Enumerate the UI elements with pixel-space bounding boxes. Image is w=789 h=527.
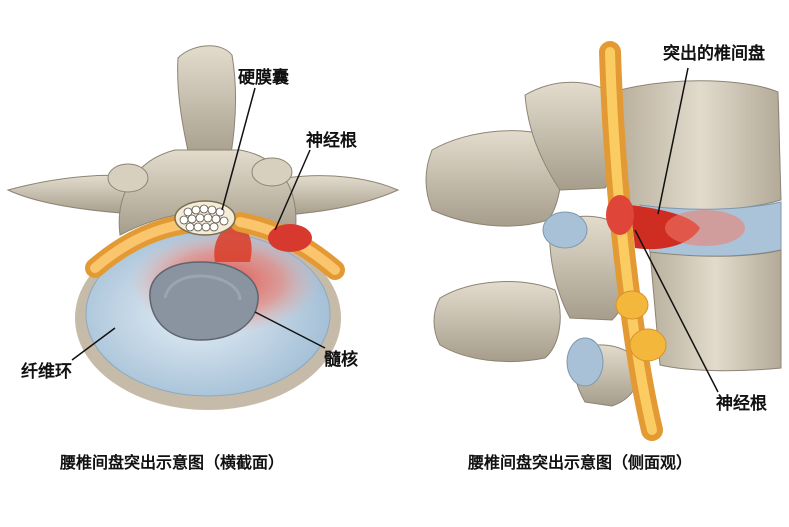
upper-vertebral-body [619,80,782,212]
spinal-nerve-highlight [605,47,657,435]
caption-side-view: 腰椎间盘突出示意图（侧面观） [468,453,693,472]
cauda-equina [179,204,229,232]
nerve-root-right-label: 神经根 [716,394,767,414]
nucleus-highlight [163,274,242,301]
fibrous-ring-label: 纤维环 [21,362,72,382]
nucleus-pulposus [149,261,259,341]
lower-facet-cartilage [566,337,604,387]
spinous-process [177,45,237,161]
right-transverse-process [284,175,400,216]
nerve-ganglion-lower [629,328,667,362]
compressed-nerve [606,195,634,235]
caption-cross-section: 腰椎间盘突出示意图（横截面） [60,453,285,472]
lower-spinous-process [433,281,561,363]
left-nerve-highlight [90,219,190,273]
dural-sac-label: 硬膜囊 [238,68,289,88]
nerve-root-left-label: 神经根 [306,131,357,151]
left-leader-lines [71,87,326,361]
side-view [425,41,782,441]
compressed-nerve-root [268,224,312,252]
left-facet [107,163,149,193]
herniated-disc-label: 突出的椎间盘 [663,44,765,64]
nerve-ganglion-upper [615,290,649,320]
herniation-glow [665,210,745,246]
right-leader-lines [634,67,719,393]
right-facet [251,157,293,187]
upper-facet-cartilage [542,211,588,249]
nucleus-label: 髓核 [324,350,358,370]
cross-section-view [6,45,400,410]
lower-vertebral-body [649,249,782,372]
